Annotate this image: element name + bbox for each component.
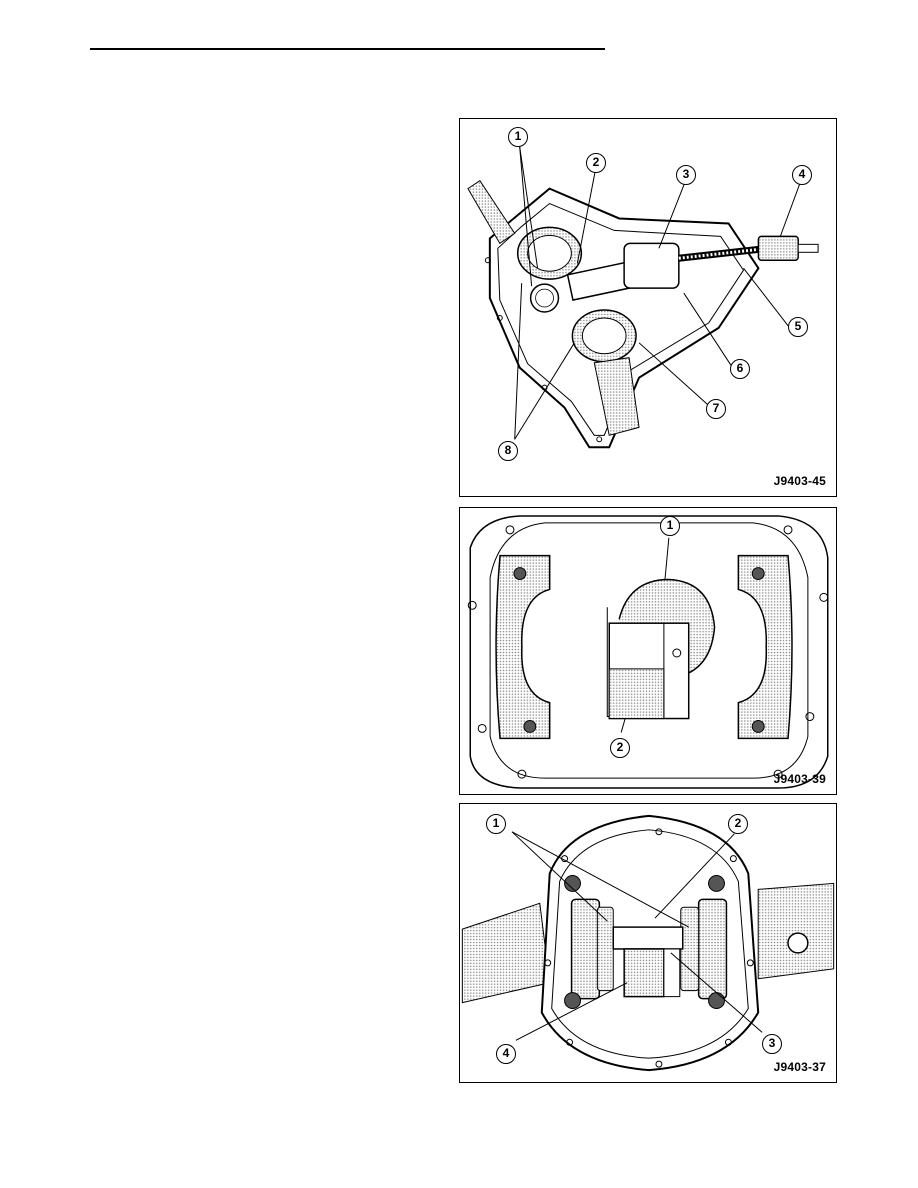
callout-4: 4: [792, 165, 812, 185]
callout-7: 7: [706, 399, 726, 419]
figure-code: J9403-37: [773, 1060, 826, 1074]
callout-2: 2: [610, 738, 630, 758]
figure-arbor-bearing-setup: 1 2 3 4 J9403-37: [459, 803, 837, 1083]
callout-8: 8: [498, 441, 518, 461]
callout-1: 1: [486, 814, 506, 834]
callout-6: 6: [730, 359, 750, 379]
callout-1: 1: [660, 516, 680, 536]
header-rule: [90, 48, 605, 50]
figure-code: J9403-39: [773, 772, 826, 786]
callout-2: 2: [728, 814, 748, 834]
figure-code: J9403-45: [773, 474, 826, 488]
figure-dial-indicator-setup: 1 2 3 4 5 6 7 8 J9403-45: [459, 118, 837, 497]
callout-2: 2: [586, 153, 606, 173]
figure-gauge-block-pinion-bore: 1 2 J9403-39: [459, 507, 837, 795]
illustration-differential-gauge-tool: [467, 146, 819, 449]
illustration-housing-gauge-block: [467, 515, 829, 789]
callout-5: 5: [788, 317, 808, 337]
callout-4: 4: [496, 1044, 516, 1064]
callout-1: 1: [508, 127, 528, 147]
illustration-axle-housing-arbor: [461, 814, 835, 1072]
callout-3: 3: [676, 165, 696, 185]
callout-3: 3: [762, 1034, 782, 1054]
